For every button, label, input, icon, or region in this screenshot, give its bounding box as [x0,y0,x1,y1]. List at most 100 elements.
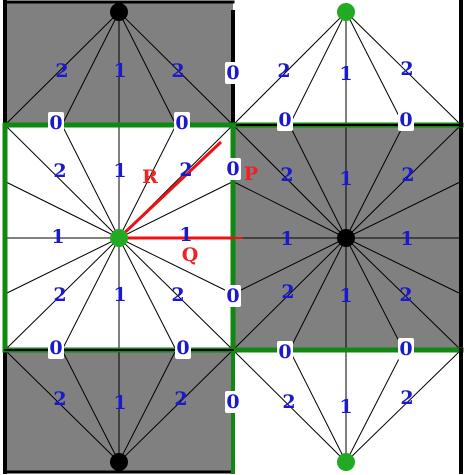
label-distance-0: 0 [176,337,189,359]
spoke-line [345,11,404,126]
spoke-line [118,181,234,239]
label-distance-0: 0 [49,112,62,134]
label-distance-0: 0 [226,158,239,180]
spoke-line [232,237,347,295]
spoke-line [345,349,404,463]
spoke-line [61,124,120,239]
tile-vertices [110,3,355,471]
label-distance-0: 0 [278,109,291,131]
label-distance-2: 2 [174,388,187,410]
label-distance-1: 1 [280,228,293,250]
spoke-line [118,11,234,126]
label-distance-0-bg [225,391,241,413]
label-distance-0-bg [175,337,191,359]
label-distance-0-bg [225,62,241,84]
label-distance-2: 2 [53,160,66,182]
spoke-line [289,237,347,351]
spoke-line [61,349,120,463]
label-distance-0-bg [48,337,64,359]
label-distance-2: 2 [171,284,184,306]
black-vertex [337,229,355,247]
label-point-q: Q [182,244,199,266]
spoke-line [232,349,347,463]
spoke-line [345,349,462,463]
label-distance-1: 1 [113,160,126,182]
label-distance-2: 2 [281,281,294,303]
label-distance-2: 2 [53,388,66,410]
spoke-line [345,124,462,239]
label-distance-0-bg [225,285,241,307]
spoke-line [232,11,347,126]
label-distance-2: 2 [277,60,290,82]
spoke-line [61,237,120,351]
label-distance-2: 2 [399,284,412,306]
spoke-line [4,11,120,126]
black-vertex [110,453,128,471]
label-distance-2: 2 [400,58,413,80]
spoke-line [118,237,234,295]
label-distance-2: 2 [179,159,192,181]
label-distance-0: 0 [226,391,239,413]
label-distance-1: 1 [113,392,126,414]
label-distance-0: 0 [175,112,188,134]
label-distance-0-bg [225,158,241,180]
green-vertex [337,453,355,471]
label-distance-0: 0 [399,338,412,360]
spoke-line [289,11,347,126]
measurement-segments [117,140,243,240]
label-distance-1: 1 [400,228,413,250]
tile-top-right [233,2,461,125]
spoke-line [345,237,462,295]
label-distance-0: 0 [226,62,239,84]
spoke-line [118,237,234,351]
black-vertex [110,3,128,21]
spoke-lines [4,11,462,463]
label-distance-0: 0 [49,337,62,359]
spoke-line [4,237,120,351]
label-point-p: P [244,163,258,185]
spoke-line [289,124,347,239]
label-point-r: R [142,166,158,188]
spoke-line [232,181,347,239]
label-distance-2: 2 [53,284,66,306]
spoke-line [345,124,404,239]
green-vertex [337,3,355,21]
spoke-line [4,124,120,239]
spoke-line [232,237,347,351]
label-distance-1: 1 [339,168,352,190]
label-distance-0: 0 [399,109,412,131]
green-vertex [110,229,128,247]
spoke-line [118,349,234,463]
spoke-line [61,11,120,126]
spoke-line [345,237,462,351]
label-distance-0-bg [398,109,414,131]
label-distance-2: 2 [171,60,184,82]
label-distance-2: 2 [401,164,414,186]
spoke-line [118,349,177,463]
label-distance-2: 2 [282,391,295,413]
label-distance-0-bg [174,112,190,134]
label-distance-1: 1 [339,396,352,418]
spoke-line [4,349,120,463]
spoke-line [289,349,347,463]
spoke-line [4,181,120,239]
label-distance-1: 1 [339,63,352,85]
spoke-line [118,237,177,351]
spoke-line [345,11,462,126]
label-distance-0-bg [398,338,414,360]
label-distance-1: 1 [339,285,352,307]
spoke-line [4,237,120,295]
spoke-line [345,237,404,351]
label-distance-1: 1 [113,60,126,82]
spoke-line [118,124,177,239]
label-distance-2: 2 [280,164,293,186]
label-distance-2: 2 [400,387,413,409]
label-distance-1: 1 [179,224,192,246]
label-distance-0: 0 [226,285,239,307]
label-distance-0: 0 [278,341,291,363]
label-distance-2: 2 [55,60,68,82]
segment-r [117,140,223,240]
spoke-line [232,124,347,239]
